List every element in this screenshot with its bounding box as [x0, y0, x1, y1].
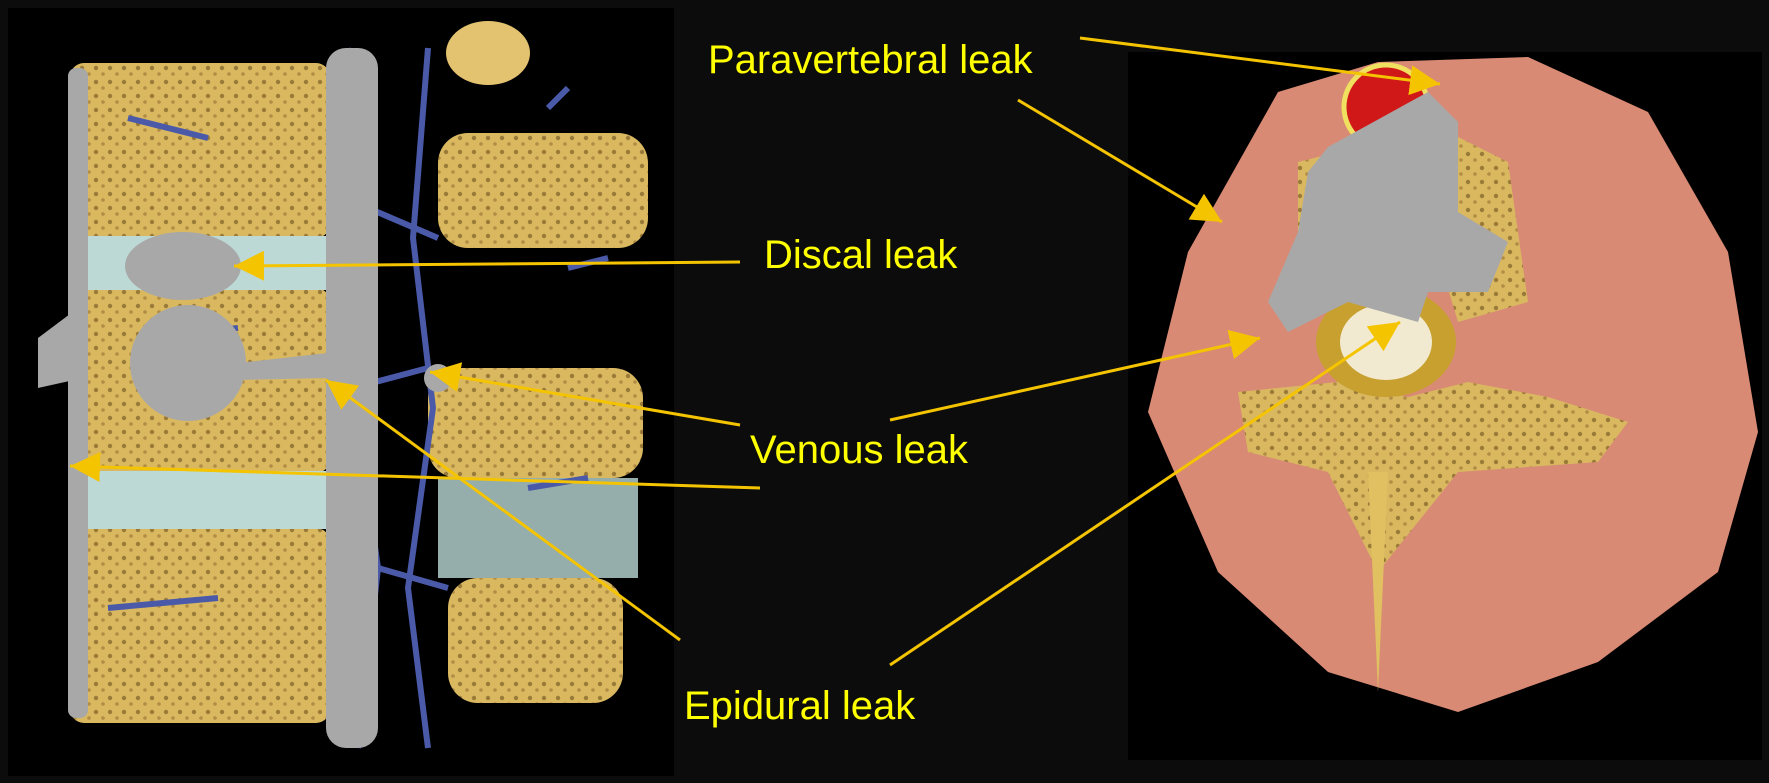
arrow-paravertebral-side — [1018, 100, 1222, 222]
arrow-paravertebral-top — [1080, 38, 1440, 84]
arrow-venous-right — [890, 338, 1260, 420]
arrow-venous-left — [430, 372, 740, 425]
label-epidural-leak: Epidural leak — [684, 686, 915, 726]
label-venous-leak: Venous leak — [750, 430, 968, 470]
arrow-venous-anterior — [70, 466, 760, 488]
arrow-epidural-left — [326, 380, 680, 640]
label-discal-leak: Discal leak — [764, 235, 957, 275]
arrow-epidural-right — [890, 322, 1400, 665]
arrow-discal — [234, 262, 740, 266]
label-paravertebral-leak: Paravertebral leak — [708, 40, 1033, 80]
